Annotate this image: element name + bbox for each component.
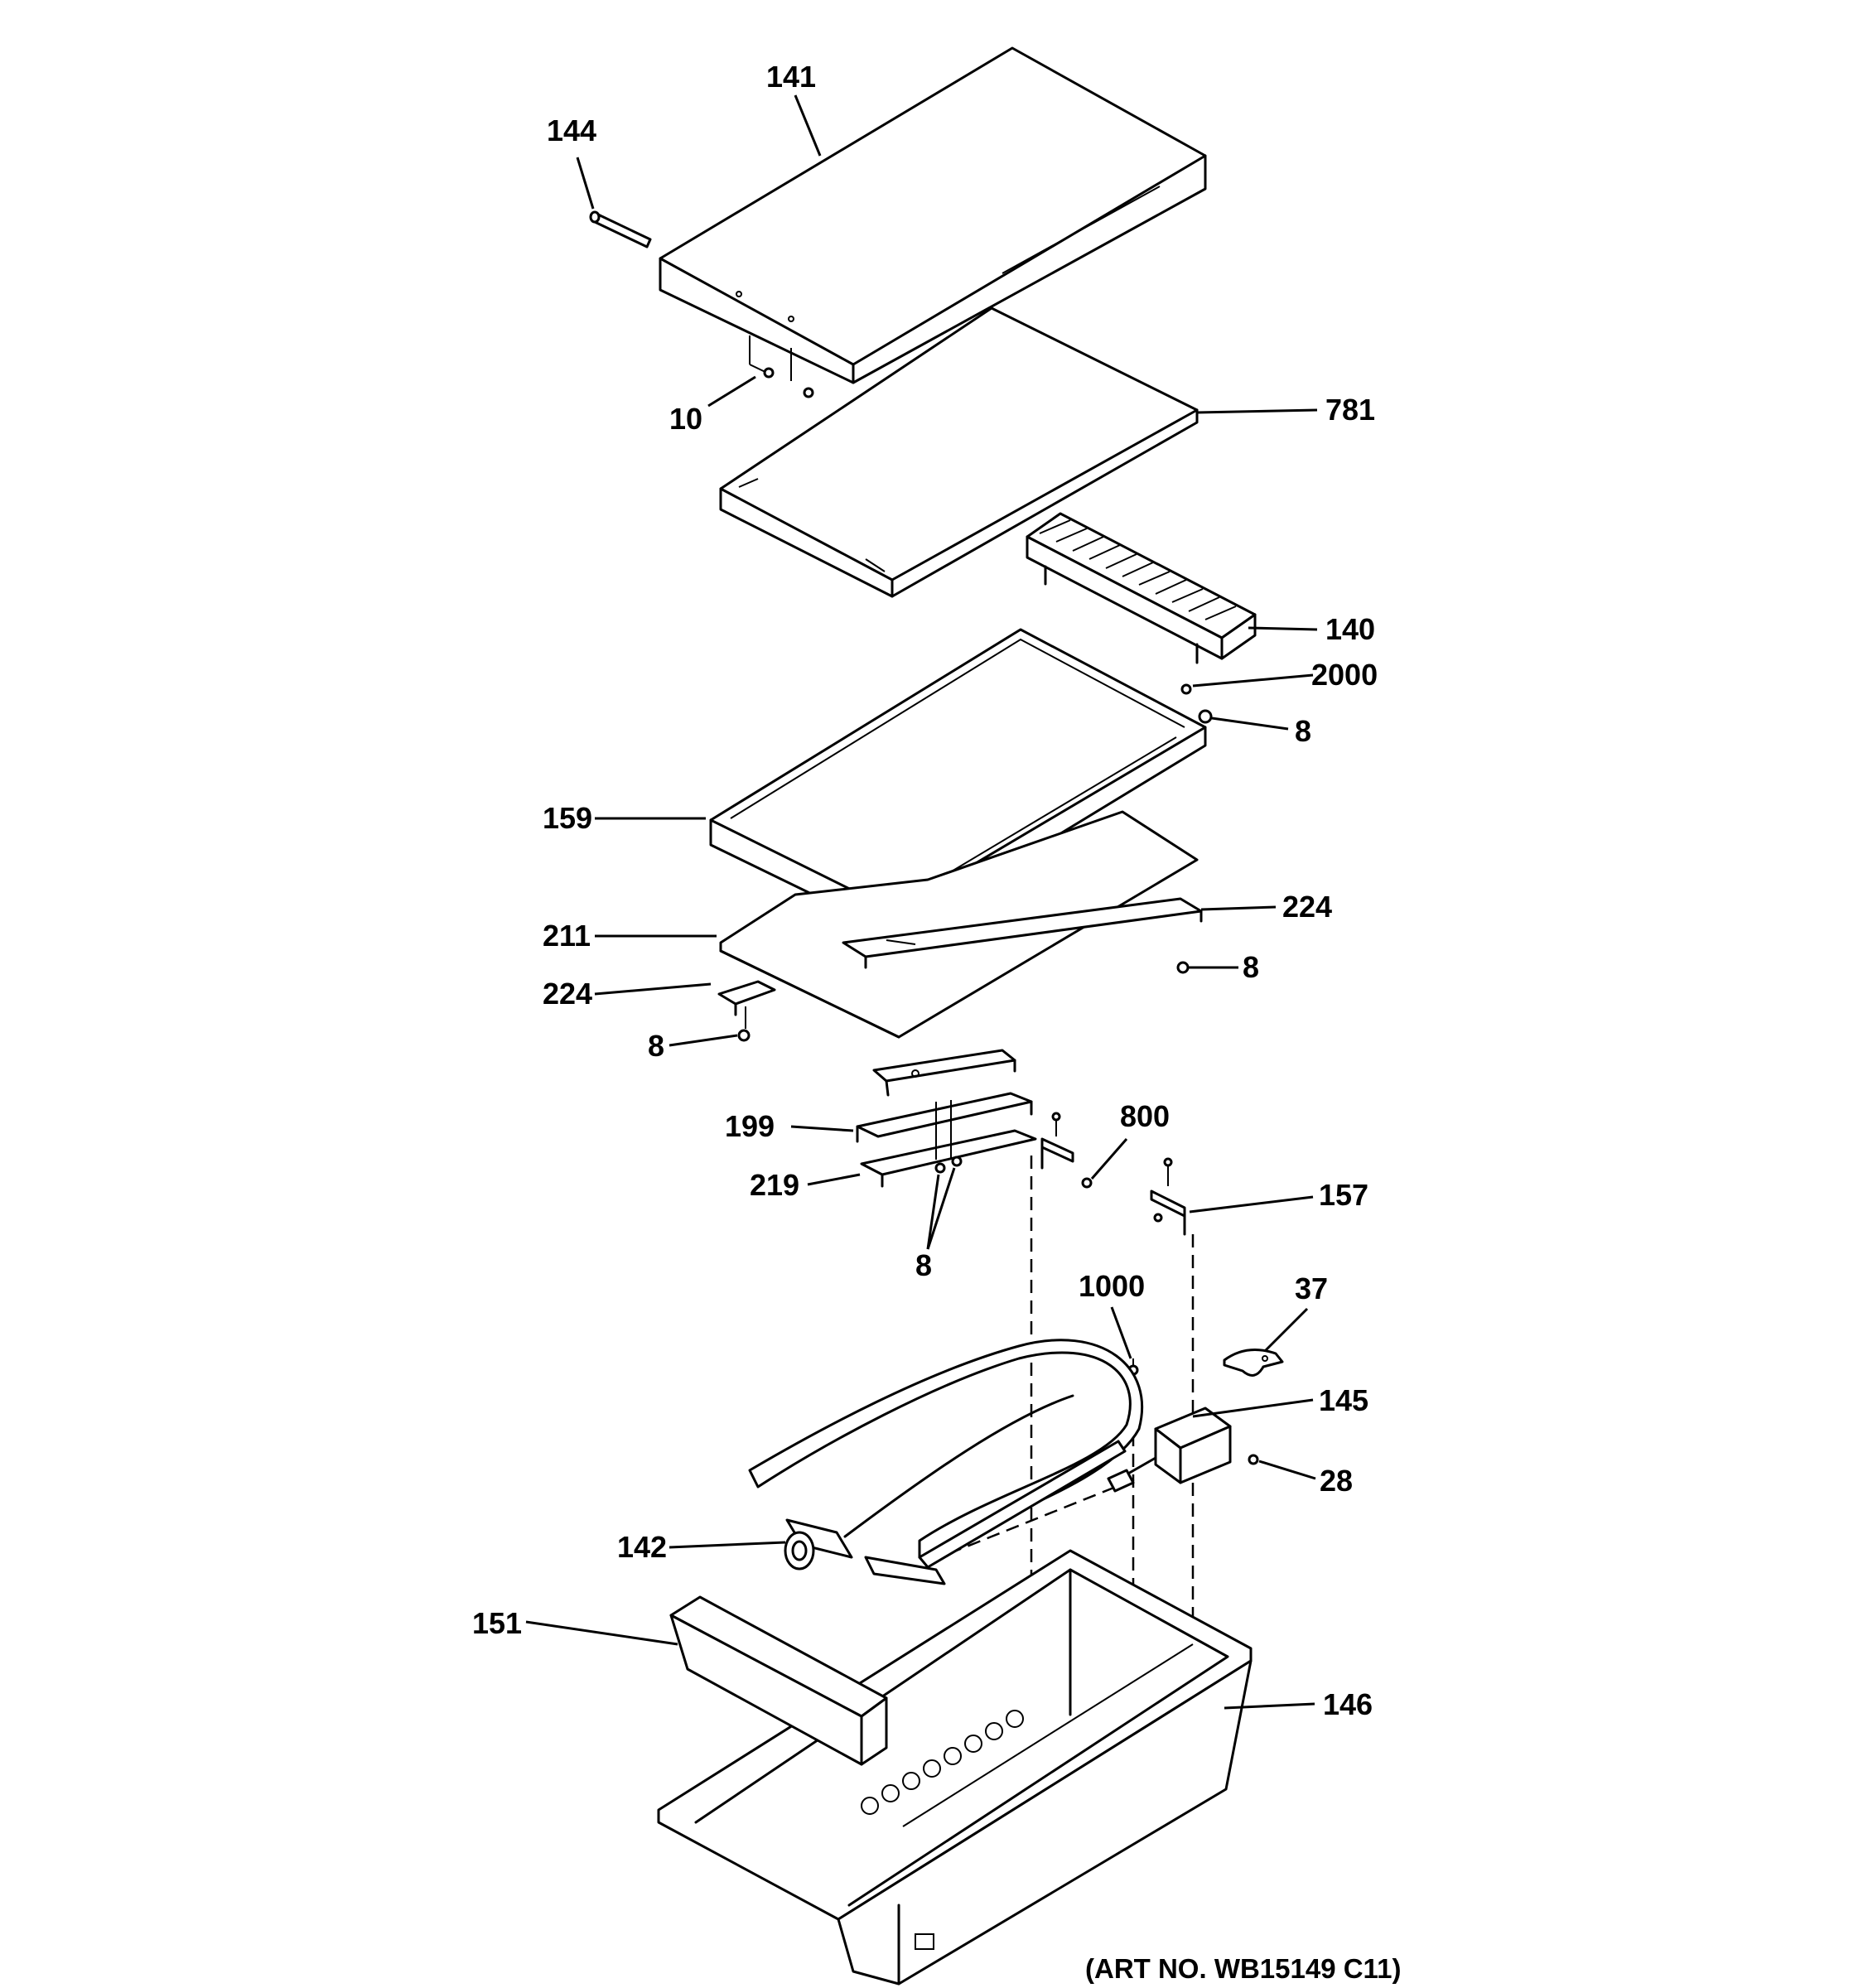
callout-141: 141 [766, 60, 816, 94]
part-219-bracket [860, 1100, 1037, 1188]
callout-8-bottom: 8 [915, 1248, 932, 1282]
callout-146: 146 [1323, 1687, 1373, 1721]
callout-224-right: 224 [1282, 890, 1332, 924]
part-140-vent-grille [1026, 512, 1257, 664]
part-157-bracket [1150, 1157, 1186, 1236]
callout-37: 37 [1295, 1271, 1328, 1305]
part-151-front-panel [669, 1595, 888, 1766]
callout-2000: 2000 [1311, 658, 1378, 692]
part-28-screw [1248, 1454, 1259, 1465]
callout-224-left: 224 [543, 977, 592, 1011]
part-224-right-rail [842, 897, 1203, 969]
part-145-igniter [1107, 1407, 1232, 1493]
part-2000-screw [1180, 683, 1192, 695]
part-10-screws [749, 335, 814, 398]
callout-151: 151 [472, 1606, 522, 1640]
part-224-left-rail [717, 980, 776, 1029]
callout-1000: 1000 [1079, 1269, 1145, 1303]
part-8-fasteners-bottom [934, 1156, 963, 1174]
callout-800: 800 [1120, 1099, 1170, 1133]
callout-10: 10 [669, 402, 702, 436]
callout-159: 159 [543, 801, 592, 835]
callout-140: 140 [1325, 612, 1375, 646]
callout-8-griddle: 8 [1295, 714, 1311, 748]
callout-211: 211 [543, 919, 591, 953]
callout-144: 144 [547, 113, 596, 147]
part-142-burner [748, 1339, 1144, 1585]
leader-lines [525, 94, 1318, 1710]
part-199-upper-bracket [872, 1049, 1016, 1097]
callout-8-right: 8 [1243, 950, 1259, 984]
part-146-base-box [657, 1549, 1253, 1986]
callout-781: 781 [1325, 393, 1375, 427]
part-141-cover [659, 46, 1207, 384]
part-8-fastener-griddle [1198, 709, 1213, 724]
part-199-bracket [856, 1092, 1033, 1143]
callout-28: 28 [1320, 1464, 1353, 1498]
callout-8-left: 8 [648, 1029, 664, 1063]
part-8-fastener-left [737, 1029, 751, 1042]
callout-142: 142 [617, 1530, 667, 1564]
part-800-screw [1040, 1112, 1093, 1189]
part-8-fastener-right [1176, 961, 1190, 974]
callout-219: 219 [750, 1168, 799, 1202]
callout-145: 145 [1319, 1383, 1368, 1417]
part-781-plate [719, 306, 1199, 598]
part-144-rod [589, 210, 652, 248]
art-number: (ART NO. WB15149 C11) [1085, 1953, 1401, 1984]
part-211-sheet [719, 810, 1199, 1039]
callout-199: 199 [725, 1109, 775, 1143]
callout-157: 157 [1319, 1178, 1368, 1212]
part-37-clip [1223, 1349, 1284, 1377]
callout-labels: 141 144 10 781 140 2000 8 159 224 211 8 … [472, 60, 1401, 1984]
